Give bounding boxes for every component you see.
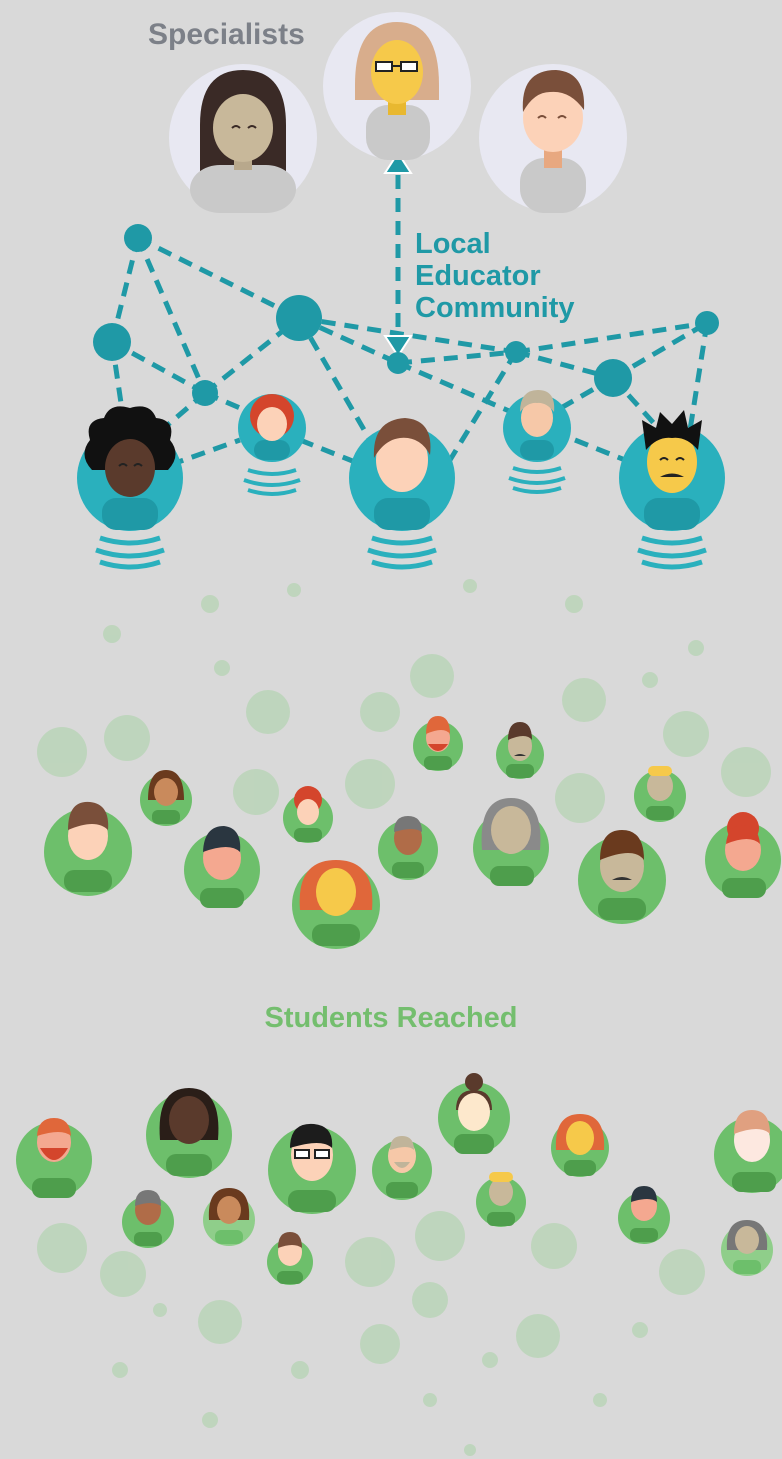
student-avatar-icon [203, 1188, 255, 1246]
network-node-icon [276, 295, 322, 341]
educator-avatar-icon [77, 406, 183, 570]
educator-avatar-icon [238, 394, 306, 496]
specialist-avatar-icon [479, 64, 627, 213]
specialist-avatar-icon [169, 64, 317, 213]
student-avatar-icon [44, 801, 132, 896]
signal-waves-icon [367, 535, 437, 570]
student-avatar-icon [372, 1136, 432, 1200]
network-node-icon [93, 323, 131, 361]
student-avatar-icon [496, 722, 544, 779]
student-avatar-icon [634, 766, 686, 822]
network-nodes [93, 224, 719, 406]
community-label-line-3: Community [415, 292, 575, 324]
network-links [109, 235, 710, 468]
student-avatar-icon [146, 1088, 232, 1178]
network-node-icon [387, 352, 409, 374]
student-avatar-icon [122, 1190, 174, 1248]
signal-waves-icon [243, 468, 301, 496]
student-avatar-icon [16, 1118, 92, 1198]
community-label-line-1: Local [415, 228, 491, 260]
student-avatar-icon [378, 816, 438, 880]
network-node-icon [124, 224, 152, 252]
student-avatar-icon [473, 798, 549, 886]
educator-avatar-icon [619, 410, 725, 570]
student-avatar-icon [618, 1186, 670, 1244]
student-avatar-icon [714, 1110, 782, 1193]
network-node-icon [695, 311, 719, 335]
educator-avatar-icon [503, 390, 571, 494]
student-avatar-icon [140, 770, 192, 826]
student-avatar-icon [283, 786, 333, 843]
signal-waves-icon [95, 535, 165, 570]
specialists-label: Specialists [148, 18, 305, 51]
background-bubbles [37, 579, 771, 1456]
connection-arrow [383, 151, 413, 358]
specialist-avatar-icon [323, 12, 471, 160]
signal-waves-icon [508, 466, 566, 494]
student-avatar-icon [268, 1123, 356, 1214]
student-avatar-icon [476, 1172, 526, 1227]
signal-waves-icon [637, 535, 707, 570]
student-avatar-icon [267, 1232, 313, 1285]
student-avatar-icon [721, 1220, 773, 1276]
student-avatar-icon [705, 812, 781, 898]
network-node-icon [505, 341, 527, 363]
network-node-icon [594, 359, 632, 397]
student-avatar-icon [438, 1073, 510, 1154]
student-avatar-icon [413, 716, 463, 771]
network-node-icon [192, 380, 218, 406]
student-avatar-icon [184, 826, 260, 908]
community-label-line-2: Educator [415, 260, 541, 292]
student-avatar-icon [578, 830, 666, 924]
students-reached-label: Students Reached [264, 1002, 518, 1034]
student-avatar-icon [551, 1114, 609, 1177]
student-avatar-icon [292, 860, 380, 949]
educator-avatar-icon [349, 418, 455, 570]
local-educator-community-label: Local Educator Community [415, 228, 575, 324]
